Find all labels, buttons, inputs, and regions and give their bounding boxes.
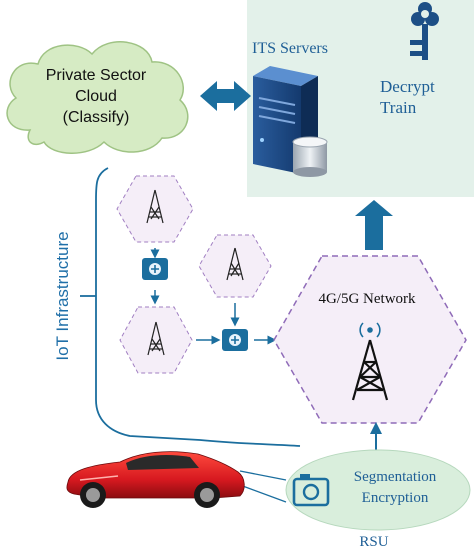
rsu-ellipse: [285, 449, 471, 531]
decrypt-label: Decrypt: [380, 77, 435, 96]
iot-bracket: [95, 167, 301, 447]
its-servers-label: ITS Servers: [252, 40, 328, 57]
cell-tower-icon: [226, 247, 244, 281]
key-icon: [410, 2, 439, 60]
router-icon: [222, 329, 248, 351]
rsu-line-1: Segmentation: [354, 469, 437, 485]
database-icon: [292, 136, 328, 177]
tower-hex-bottom: [119, 306, 193, 374]
network-to-servers-arrow: [355, 200, 393, 250]
network-label: 4G/5G Network: [318, 291, 416, 307]
tower-hex-mid: [198, 234, 272, 298]
car-icon: [66, 451, 245, 508]
cell-tower-icon: [146, 189, 164, 224]
car-to-rsu-lines: [239, 470, 287, 503]
cloud-icon: [6, 41, 189, 154]
router-icon: [142, 258, 168, 280]
rsu-line-2: Encryption: [362, 490, 429, 506]
cloud-line-3: (Classify): [63, 109, 130, 126]
cloud-server-arrow: [200, 81, 251, 111]
cloud-line-1: Private Sector: [46, 67, 147, 84]
rsu-caption: RSU: [359, 534, 388, 549]
cell-tower-icon: [147, 321, 165, 356]
cell-tower-icon: [351, 339, 389, 401]
network-hexagon: [273, 255, 467, 424]
wireless-signal-icon: [359, 322, 381, 338]
cloud-line-2: Cloud: [75, 88, 117, 105]
tower-hex-top: [116, 175, 194, 243]
train-label: Train: [380, 98, 417, 117]
connector-arrows: [150, 248, 277, 345]
iot-infrastructure-label: IoT Infrastructure: [53, 231, 72, 360]
camera-icon: [292, 474, 330, 507]
